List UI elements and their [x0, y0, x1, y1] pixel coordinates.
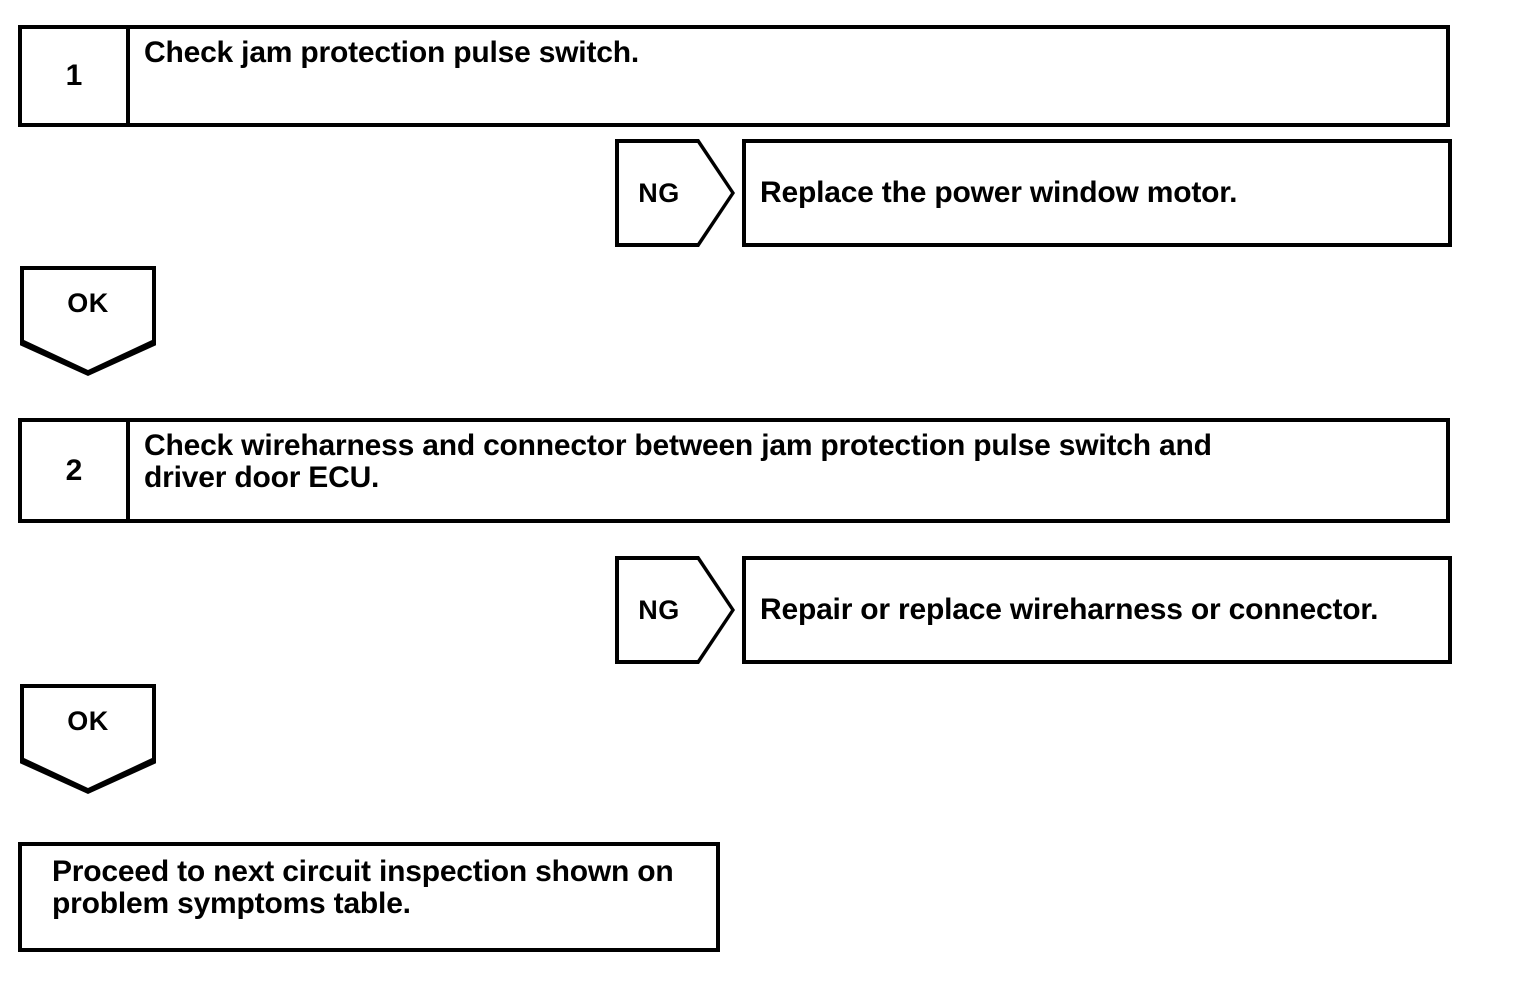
step-text-2: Check wireharness and connector between … — [144, 429, 1212, 494]
step-box-1: 1 Check jam protection pulse switch. — [18, 25, 1450, 127]
ng-result-box-2: Repair or replace wireharness or connect… — [742, 556, 1452, 664]
ng-result-text-2: Repair or replace wireharness or connect… — [760, 593, 1379, 626]
ok-label-1: OK — [67, 287, 109, 318]
ng-label-2: NG — [638, 594, 680, 625]
step-number-1: 1 — [22, 29, 130, 123]
ng-result-box-1: Replace the power window motor. — [742, 139, 1452, 247]
step-text-1: Check jam protection pulse switch. — [144, 36, 639, 69]
ok-label-2: OK — [67, 705, 109, 736]
ok-arrow-2 — [20, 684, 156, 794]
ng-label-1: NG — [638, 177, 680, 208]
step-number-2: 2 — [22, 422, 130, 519]
ng-result-text-1: Replace the power window motor. — [760, 176, 1238, 209]
final-result-box: Proceed to next circuit inspection shown… — [18, 842, 720, 952]
final-result-text: Proceed to next circuit inspection shown… — [52, 855, 674, 920]
ng-branch-2: NG Repair or replace wireharness or conn… — [615, 556, 1452, 674]
step-box-2: 2 Check wireharness and connector betwee… — [18, 418, 1450, 523]
ng-branch-1: NG Replace the power window motor. — [615, 139, 1452, 257]
